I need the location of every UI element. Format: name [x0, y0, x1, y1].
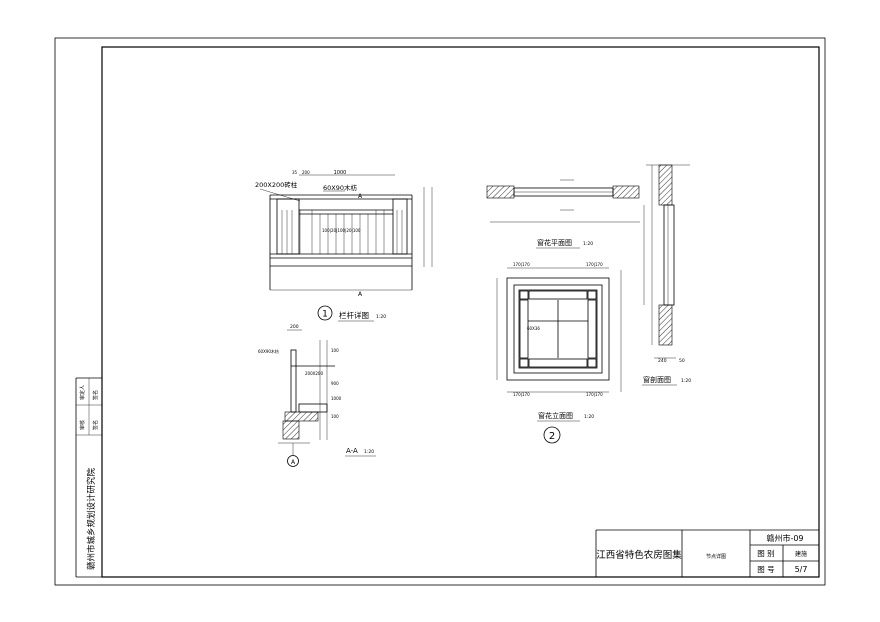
drawing-name: 节点详图	[706, 553, 726, 560]
plan-scale: 1:20	[583, 241, 593, 247]
aa-dim-top: 200	[290, 324, 299, 330]
category-value: 建施	[795, 550, 807, 558]
sidebar-row-label-2: 审核	[79, 420, 86, 430]
aa-axis: A	[291, 459, 296, 466]
window-elevation: 60X36 170|170 170|170 170|170 170|170 窗花…	[496, 262, 622, 444]
elev-dim-top-left: 170|170	[513, 262, 530, 267]
aa-label-post: 200X200	[305, 371, 323, 376]
section-dim-bottom: 240	[658, 358, 667, 364]
project-title: 江西省特色农房图集	[596, 549, 682, 561]
title-block: 江西省特色农房图集 节点详图 赣州市-09 图 别 建施 图 号 5/7	[595, 529, 819, 577]
detail1-number: 1	[322, 310, 328, 320]
plan-title: 窗花平面图	[537, 238, 572, 247]
sidebar-row-label-1: 审定人	[79, 385, 86, 400]
inner-dims: 100|20|100|20|100	[322, 228, 361, 233]
dim-top: 1000	[334, 170, 347, 176]
elev-dim-top-right: 170|170	[586, 262, 603, 267]
label-rail: 60X90木枋	[323, 183, 357, 192]
elev-inner-dim: 60X36	[527, 326, 540, 331]
window-plan: 窗花平面图 1:20	[486, 179, 640, 249]
window-section: 240 50 窗剖面图 1:20	[642, 164, 691, 386]
aa-dim-3: 1000	[331, 396, 342, 401]
section-scale: 1:20	[681, 378, 691, 384]
number-label: 图 号	[757, 565, 774, 574]
section-aa: 200 60X90木枋 200X200 A 100 900 1000 100 A…	[258, 324, 376, 467]
aa-dim-1: 100	[331, 348, 339, 353]
elev-dim-bottom-left: 170|170	[513, 392, 530, 397]
detail2-number: 2	[549, 431, 555, 442]
aa-dim-4: 100	[331, 414, 339, 419]
inner-frame	[101, 46, 820, 578]
number-value: 5/7	[795, 565, 808, 574]
aa-label-rail: 60X90木枋	[258, 348, 279, 354]
dim-small-a: 35	[292, 170, 298, 175]
railing-elevation: 1000 35 200 200X200砖柱 60X90木枋 A A 100|20…	[255, 170, 433, 322]
outer-border	[54, 37, 826, 586]
detail1-title: 栏杆详图	[339, 310, 369, 320]
category-label: 图 别	[757, 549, 774, 558]
section-mark-top: A	[358, 193, 363, 200]
elev-dim-bottom-right: 170|170	[586, 392, 603, 397]
drawing-code: 赣州市-09	[766, 533, 803, 543]
section-dim-bottom2: 50	[679, 358, 685, 364]
sidebar-row-value-1: 签名	[92, 390, 99, 400]
dim-small-b: 200	[302, 170, 310, 175]
section-mark-bottom: A	[358, 291, 363, 298]
aa-title: A-A	[346, 447, 358, 455]
aa-scale: 1:20	[364, 449, 374, 455]
org-name: 赣州市城乡规划设计研究院	[86, 467, 97, 570]
label-column: 200X200砖柱	[255, 180, 298, 189]
elev-title: 窗花立面图	[538, 411, 573, 420]
detail1-scale: 1:20	[376, 314, 386, 320]
sidebar-signature: 审定人 签名 审核 签名 赣州市城乡规划设计研究院	[76, 378, 102, 570]
aa-dim-2: 900	[331, 381, 339, 386]
section-title: 窗剖面图	[643, 375, 671, 384]
sidebar-row-value-2: 签名	[92, 420, 99, 430]
elev-scale: 1:20	[584, 414, 594, 420]
